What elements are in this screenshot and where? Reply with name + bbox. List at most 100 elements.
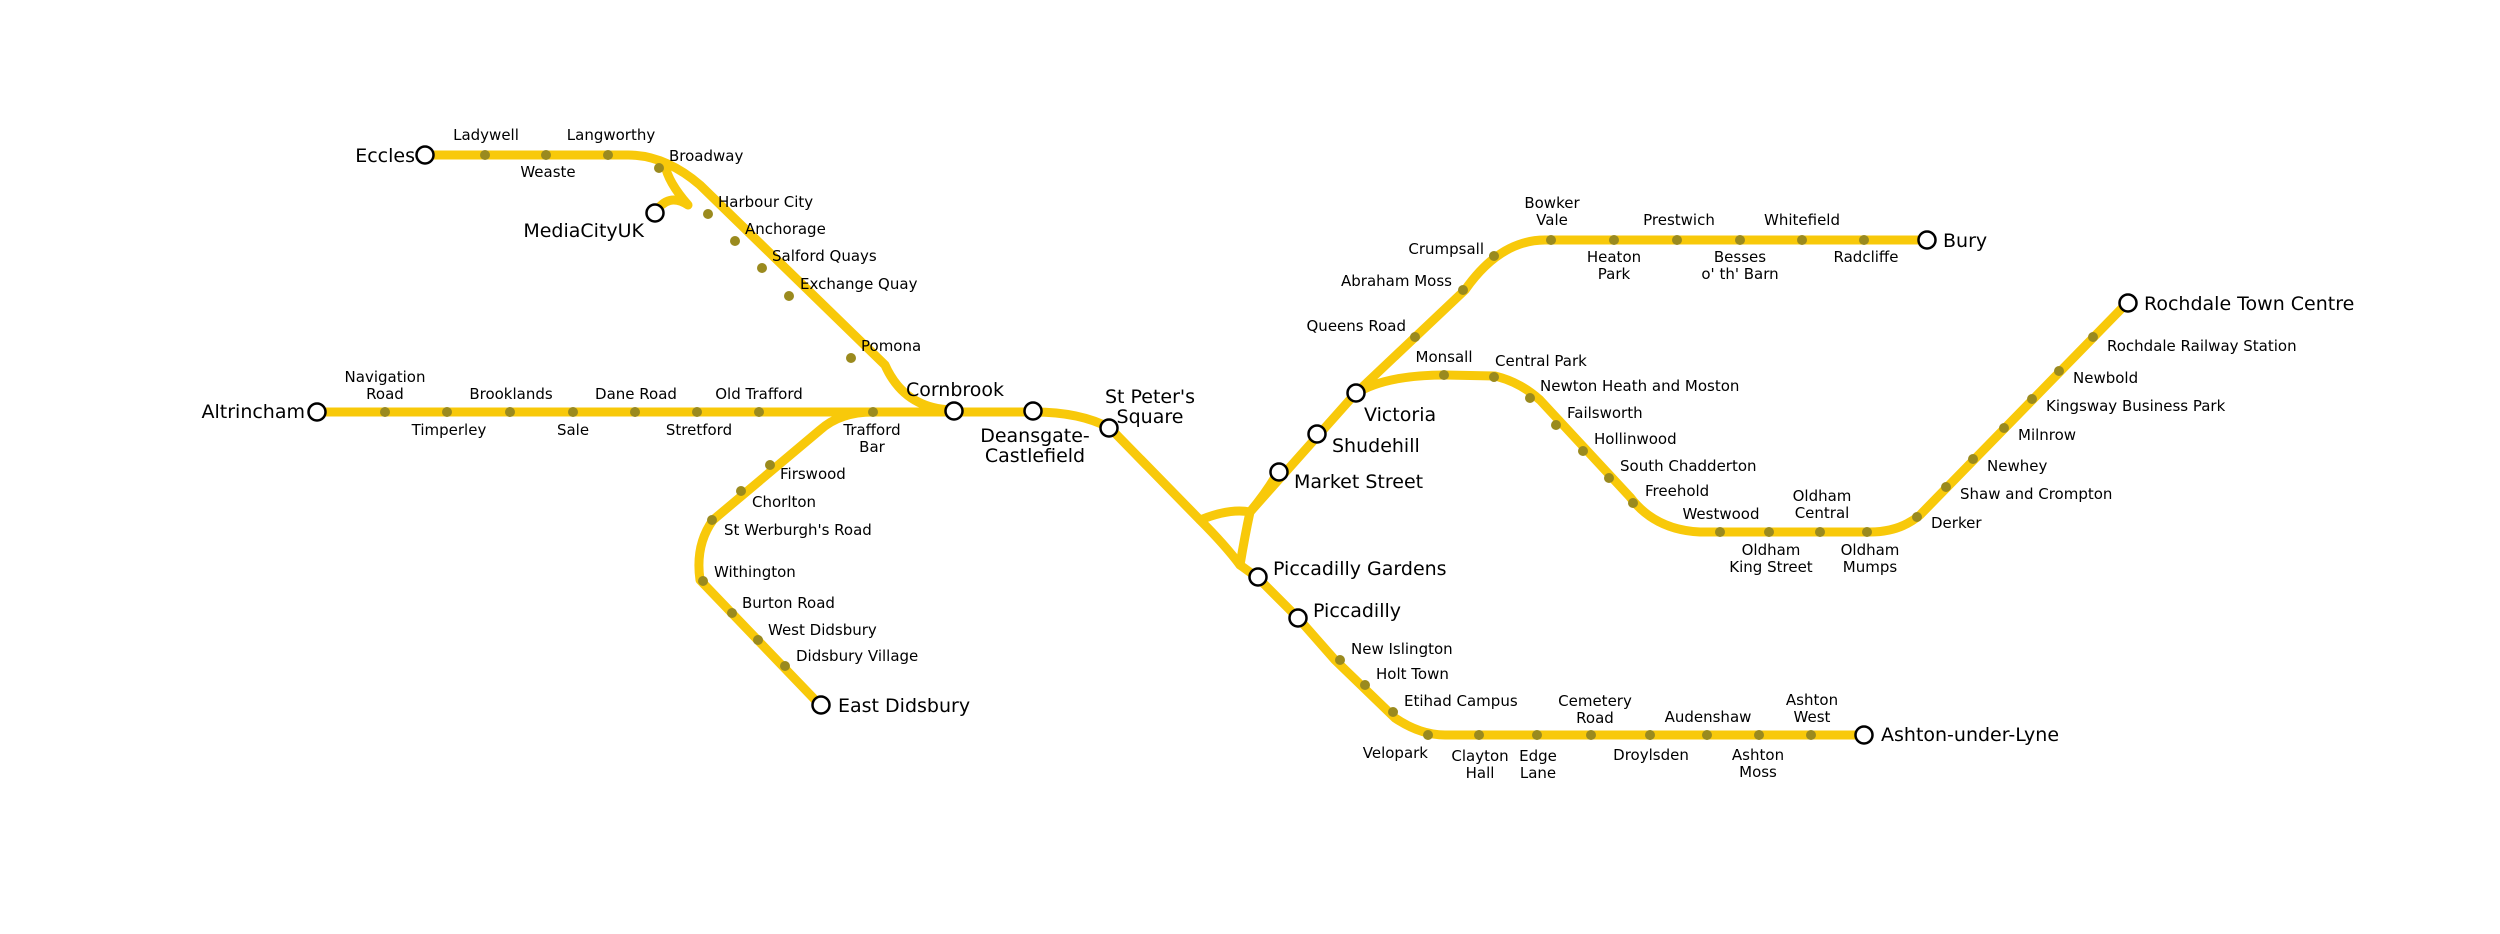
station-marker-east-didsbury[interactable] (811, 695, 831, 715)
station-dot-queens-road[interactable] (1410, 332, 1420, 342)
station-dot-edge-lane[interactable] (1532, 730, 1542, 740)
station-marker-rochdale-town-centre[interactable] (2118, 293, 2138, 313)
station-marker-cornbrook[interactable] (944, 401, 964, 421)
station-marker-altrincham[interactable] (307, 402, 327, 422)
station-dot-navigation-road[interactable] (380, 407, 390, 417)
station-dot-newton-heath[interactable] (1525, 393, 1535, 403)
label-weaste: Weaste (520, 163, 575, 181)
station-dot-newhey[interactable] (1968, 454, 1978, 464)
label-prestwich: Prestwich (1643, 211, 1715, 229)
station-dot-firswood[interactable] (765, 460, 775, 470)
station-marker-piccadilly-gardens[interactable] (1248, 567, 1268, 587)
station-dot-clayton-hall[interactable] (1474, 730, 1484, 740)
label-trafford-bar-2: Bar (859, 438, 885, 456)
station-dot-heaton-park[interactable] (1609, 235, 1619, 245)
station-marker-st-peters[interactable] (1099, 418, 1119, 438)
station-dot-shaw-and-crompton[interactable] (1941, 482, 1951, 492)
station-dot-cemetery-road[interactable] (1586, 730, 1596, 740)
station-dot-crumpsall[interactable] (1489, 251, 1499, 261)
station-dot-whitefield[interactable] (1797, 235, 1807, 245)
station-dot-radcliffe[interactable] (1859, 235, 1869, 245)
label-st-peters-1: St Peter's (1105, 386, 1195, 408)
station-dot-oldham-mumps[interactable] (1862, 527, 1872, 537)
station-dot-abraham-moss[interactable] (1458, 285, 1468, 295)
label-etihad-campus: Etihad Campus (1404, 692, 1518, 710)
station-dot-stretford[interactable] (692, 407, 702, 417)
station-dot-dane-road[interactable] (630, 407, 640, 417)
label-monsall: Monsall (1416, 348, 1473, 366)
station-marker-deansgate[interactable] (1023, 401, 1043, 421)
label-holt-town: Holt Town (1376, 665, 1449, 683)
station-marker-mediacityuk[interactable] (645, 203, 665, 223)
station-marker-shudehill[interactable] (1307, 424, 1327, 444)
station-dot-new-islington[interactable] (1335, 655, 1345, 665)
station-dot-oldham-king-street[interactable] (1764, 527, 1774, 537)
label-broadway: Broadway (669, 147, 743, 165)
station-marker-ashton-under-lyne[interactable] (1854, 725, 1874, 745)
station-dot-weaste[interactable] (541, 150, 551, 160)
station-dot-langworthy[interactable] (603, 150, 613, 160)
station-dot-newbold[interactable] (2054, 366, 2064, 376)
station-dot-etihad-campus[interactable] (1388, 707, 1398, 717)
station-marker-eccles[interactable] (415, 145, 435, 165)
label-altrincham: Altrincham (202, 401, 306, 423)
label-st-peters-2: Square (1117, 406, 1184, 428)
station-dot-salford-quays[interactable] (757, 263, 767, 273)
station-dot-didsbury-village[interactable] (780, 661, 790, 671)
label-firswood: Firswood (780, 465, 846, 483)
station-dot-burton-road[interactable] (727, 608, 737, 618)
station-labels: Eccles Ladywell Weaste Langworthy Broadw… (202, 126, 2355, 782)
station-dot-velopark[interactable] (1423, 730, 1433, 740)
station-dot-ashton-moss[interactable] (1754, 730, 1764, 740)
station-dot-sale[interactable] (568, 407, 578, 417)
station-dot-brooklands[interactable] (505, 407, 515, 417)
station-dot-monsall[interactable] (1439, 370, 1449, 380)
station-dot-milnrow[interactable] (1999, 423, 2009, 433)
station-marker-piccadilly[interactable] (1288, 608, 1308, 628)
station-marker-victoria[interactable] (1346, 383, 1366, 403)
station-dot-south-chadderton[interactable] (1604, 473, 1614, 483)
station-dot-trafford-bar[interactable] (868, 407, 878, 417)
station-dot-st-werburghs[interactable] (707, 515, 717, 525)
label-heaton-park-1: Heaton (1587, 248, 1641, 266)
station-dot-anchorage[interactable] (730, 236, 740, 246)
label-oldham-king-street-1: Oldham (1742, 541, 1801, 559)
station-dot-west-didsbury[interactable] (753, 635, 763, 645)
station-dot-central-park[interactable] (1489, 372, 1499, 382)
label-south-chadderton: South Chadderton (1620, 457, 1757, 475)
station-dot-westwood[interactable] (1715, 527, 1725, 537)
station-marker-market-street[interactable] (1269, 462, 1289, 482)
station-dot-ashton-west[interactable] (1806, 730, 1816, 740)
label-deansgate-2: Castlefield (985, 445, 1085, 467)
station-dot-freehold[interactable] (1628, 498, 1638, 508)
station-dot-exchange-quay[interactable] (784, 291, 794, 301)
label-east-didsbury: East Didsbury (838, 695, 970, 717)
station-dot-droylsden[interactable] (1645, 730, 1655, 740)
station-dot-audenshaw[interactable] (1702, 730, 1712, 740)
station-dot-rochdale-railway[interactable] (2088, 332, 2098, 342)
station-dot-chorlton[interactable] (736, 486, 746, 496)
station-dot-old-trafford[interactable] (754, 407, 764, 417)
station-dot-timperley[interactable] (442, 407, 452, 417)
station-dot-withington[interactable] (698, 576, 708, 586)
station-dot-failsworth[interactable] (1551, 420, 1561, 430)
label-central-park: Central Park (1495, 352, 1587, 370)
label-ashton-west-2: West (1794, 708, 1831, 726)
station-dot-besses[interactable] (1735, 235, 1745, 245)
station-dot-prestwich[interactable] (1672, 235, 1682, 245)
station-dot-broadway[interactable] (654, 163, 664, 173)
label-chorlton: Chorlton (752, 493, 816, 511)
station-marker-bury[interactable] (1917, 230, 1937, 250)
label-derker: Derker (1931, 514, 1982, 532)
label-salford-quays: Salford Quays (772, 247, 877, 265)
station-dot-ladywell[interactable] (480, 150, 490, 160)
station-dot-derker[interactable] (1912, 512, 1922, 522)
station-dot-harbour-city[interactable] (703, 209, 713, 219)
station-dot-holt-town[interactable] (1360, 680, 1370, 690)
station-dot-bowker-vale[interactable] (1546, 235, 1556, 245)
station-dot-pomona[interactable] (846, 353, 856, 363)
station-dot-hollinwood[interactable] (1578, 446, 1588, 456)
station-dot-kingsway[interactable] (2027, 394, 2037, 404)
label-dane-road: Dane Road (595, 385, 677, 403)
station-dot-oldham-central[interactable] (1815, 527, 1825, 537)
